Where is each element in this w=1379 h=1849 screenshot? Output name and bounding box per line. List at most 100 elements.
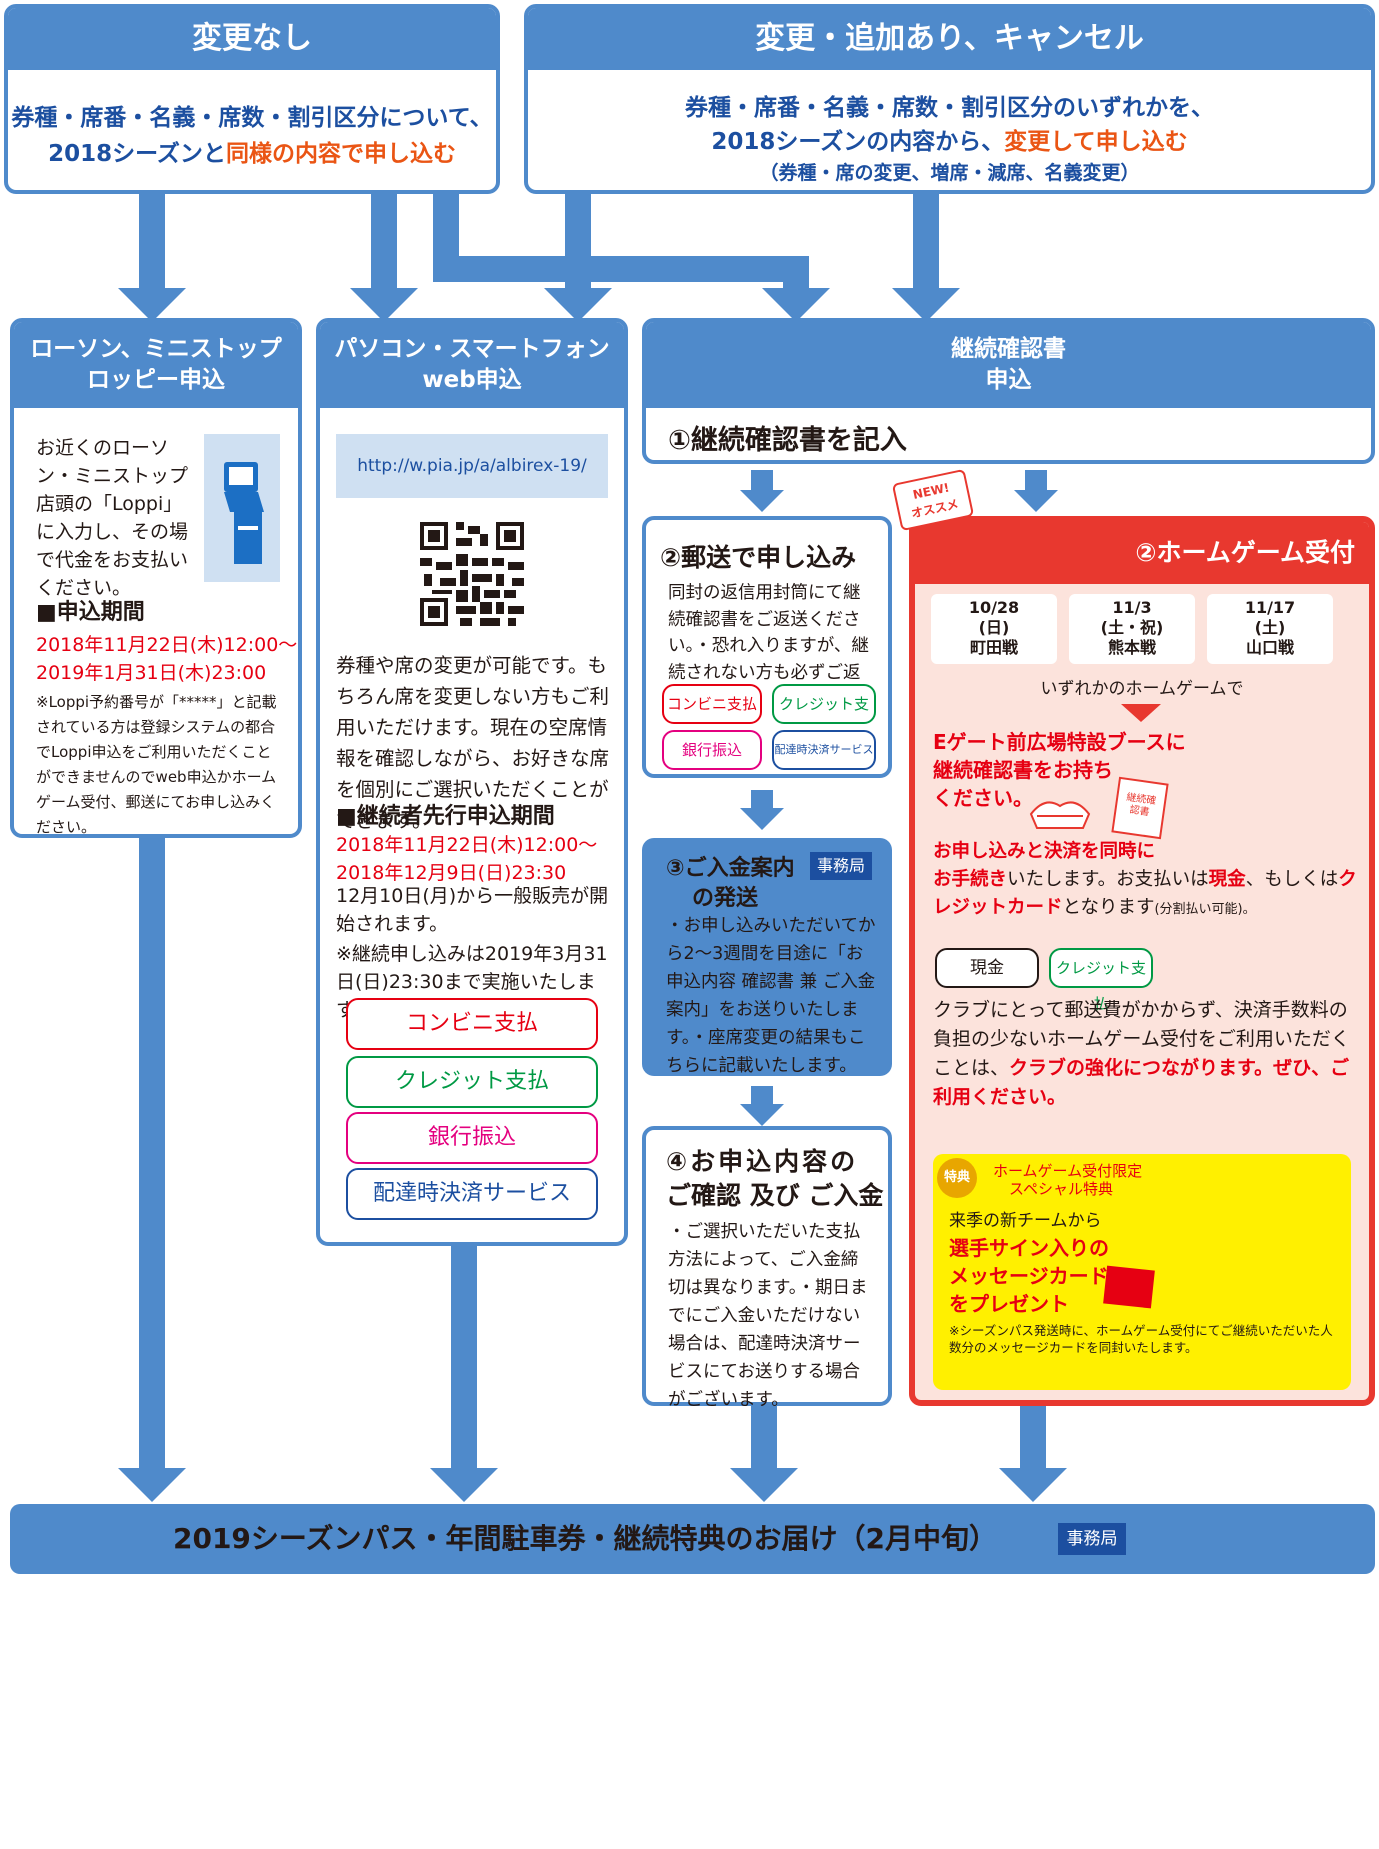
top-right-line2: 2018シーズンの内容から、変更して申し込む [528,122,1371,156]
home-booth-line1: Eゲート前広場特設ブースに [933,730,1186,754]
home-title-bar: ②ホームゲーム受付 [915,522,1369,584]
home-special-box: 特典 ホームゲーム受付限定 スペシャル特典 来季の新チームから 選手サイン入りの… [933,1154,1351,1390]
lawson-header-line1: ローソン、ミニストップ [30,336,282,362]
web-header-line1: パソコン・スマートフォン [334,336,610,362]
home-club-text-2: クラブの強化につながります。ぜひ、ご利用ください。 [933,1057,1350,1108]
qr-code-icon [420,522,524,626]
home-game-date: 10/28 [968,598,1020,617]
web-pay-delivery: 配達時決済サービス [346,1168,598,1220]
home-game-date: 11/17 [1244,598,1296,617]
home-game-match: 山口戦 [1245,638,1294,657]
home-pay-text-7: となります [1062,897,1155,918]
arrow-head [740,1104,784,1126]
top-left-panel: 変更なし 券種・席番・名義・席数・割引区分について、 2018シーズンと同様の内… [4,4,500,194]
top-right-header: 変更・追加あり、キャンセル [528,8,1371,70]
web-period-line1: 2018年11月22日(木)12:00～ [336,834,598,856]
step4-panel: ④お申込内容の ご確認 及び ご入金 ・ご選択いただいた支払方法によって、ご入金… [642,1126,892,1410]
arrow-shaft [751,790,773,810]
bottom-text: 2019シーズンパス・年間駐車券・継続特典のお届け（2月中旬） [172,1522,997,1555]
form-header: 継続確認書 申込 [646,322,1371,408]
arrow-shaft [913,194,939,290]
web-general-sale: 12月10日(月)から一般販売が開始されます。 [336,885,609,935]
arrow-head [730,1468,798,1502]
top-right-line2-b: 変更して申し込む [1004,129,1188,155]
home-special-badge: 特典 [943,1170,970,1185]
mail-pay-bank: 銀行振込 [662,730,762,770]
step3-title-line2: の発送 [692,886,759,911]
arrow-head [740,808,784,830]
top-left-line1: 券種・席番・名義・席数・割引区分について、 [11,105,493,131]
home-game: 11/17 (土) 山口戦 [1207,594,1333,664]
home-pay-text: お申し込みと決済を同時に お手続きいたします。お支払いは現金、もしくはクレジット… [933,838,1361,924]
home-pay-text-6: クレジットカード [933,869,1357,918]
arrow-shaft [1020,1406,1046,1472]
bottom-badge: 事務局 [1058,1523,1126,1555]
web-pay-bank: 銀行振込 [346,1112,598,1164]
arrow-head [544,288,612,322]
form-header-line2: 申込 [985,367,1032,393]
arrow-shaft [751,1406,777,1472]
home-game: 11/3 (土・祝) 熊本戦 [1069,594,1195,664]
home-down-triangle-icon [1121,704,1161,722]
arrow-head [430,1468,498,1502]
home-special-big-3: をプレゼント [949,1292,1069,1316]
arrow-head [350,288,418,322]
lawson-body: お近くのローソン・ミニストップ店頭の「Loppi」に入力し、その場で代金をお支払… [36,437,189,599]
arrow-shaft [783,256,809,290]
loppi-terminal-icon [204,434,280,582]
mail-panel: ②郵送で申し込み 同封の返信用封筒にて継続確認書をご返送ください。・恐れ入ります… [642,516,892,778]
home-pay-text-2: お手続き [933,869,1008,890]
lawson-panel: ローソン、ミニストップ ロッピー申込 お近くのローソン・ミニストップ店頭の「Lo… [10,318,302,838]
home-game-day: (土) [1254,618,1286,637]
form-step1: ①継続確認書を記入 [668,425,907,456]
arrow-shaft [751,470,773,492]
arrow-head [118,288,186,322]
mail-pay-convenience: コンビニ支払 [662,684,762,724]
arrow-shaft [139,838,165,1472]
arrow-head [762,288,830,322]
arrow-shaft [433,256,809,282]
top-left-line2-b: 同様の内容で申し込む [225,141,456,167]
top-right-line3: （券種・席の変更、増席・減席、名義変更） [759,162,1140,184]
bottom-bar: 2019シーズンパス・年間駐車券・継続特典のお届け（2月中旬） 事務局 [10,1504,1375,1574]
home-pay-text-5: 、もしくは [1245,869,1339,890]
top-left-header: 変更なし [8,8,496,70]
home-games-row: 10/28 (日) 町田戦 11/3 (土・祝) 熊本戦 11/17 (土) 山… [931,594,1351,664]
home-club-text-1: クラブにとって郵送費がかからず、決済手数料の負担の少ないホームゲーム受付をご利用… [933,999,1350,1079]
home-game-match: 町田戦 [969,638,1018,657]
arrow-shaft [751,1086,773,1106]
arrow-shaft [371,194,397,290]
arrow-shaft [451,1246,477,1472]
top-right-line2-a: 2018シーズンの内容から、 [711,129,1005,155]
home-game: 10/28 (日) 町田戦 [931,594,1057,664]
web-pay-credit: クレジット支払 [346,1056,598,1108]
arrow-head [999,1468,1067,1502]
arrow-head [892,288,960,322]
home-pay-text-4: 現金 [1208,869,1246,890]
web-period-title: ■継続者先行申込期間 [336,804,555,829]
form-panel: 継続確認書 申込 ①継続確認書を記入 [642,318,1375,464]
home-booth-tent-icon [1025,792,1095,832]
step4-title-line2: ご確認 及び ご入金 [666,1181,884,1210]
web-url[interactable]: http://w.pia.jp/a/albirex-19/ [357,456,587,476]
home-booth-line3: ください。 [933,786,1033,810]
arrow-head [1014,490,1058,512]
home-pay-cash: 現金 [935,948,1039,988]
home-pay-text-1: お申し込みと決済を同時に [933,841,1156,862]
arrow-shaft [139,194,165,290]
message-card-icon [1103,1265,1155,1309]
web-url-box: http://w.pia.jp/a/albirex-19/ [336,434,608,498]
lawson-period-line2: 2019年1月31日(木)23:00 [36,662,267,684]
web-header-line2: web申込 [422,367,522,393]
step3-body: ・お申し込みいただいてから2～3週間を目途に「お申込内容 確認書 兼 ご入金案内… [666,916,876,1076]
web-header: パソコン・スマートフォン web申込 [320,322,624,408]
home-document-label: 継続確認書 [1125,792,1157,819]
lawson-period-title: ■申込期間 [36,600,145,625]
step4-title-line1: ④お申込内容の [666,1147,859,1176]
mail-title: ②郵送で申し込み [660,543,857,572]
home-special-title-1: ホームゲーム受付限定 [993,1162,1143,1180]
home-game-day: (日) [978,618,1010,637]
lawson-period-line1: 2018年11月22日(木)12:00～ [36,634,298,656]
lawson-note: ※Loppi予約番号が「*****」と記載されている方は登録システムの都合でLo… [36,693,277,836]
form-header-line1: 継続確認書 [951,336,1066,362]
